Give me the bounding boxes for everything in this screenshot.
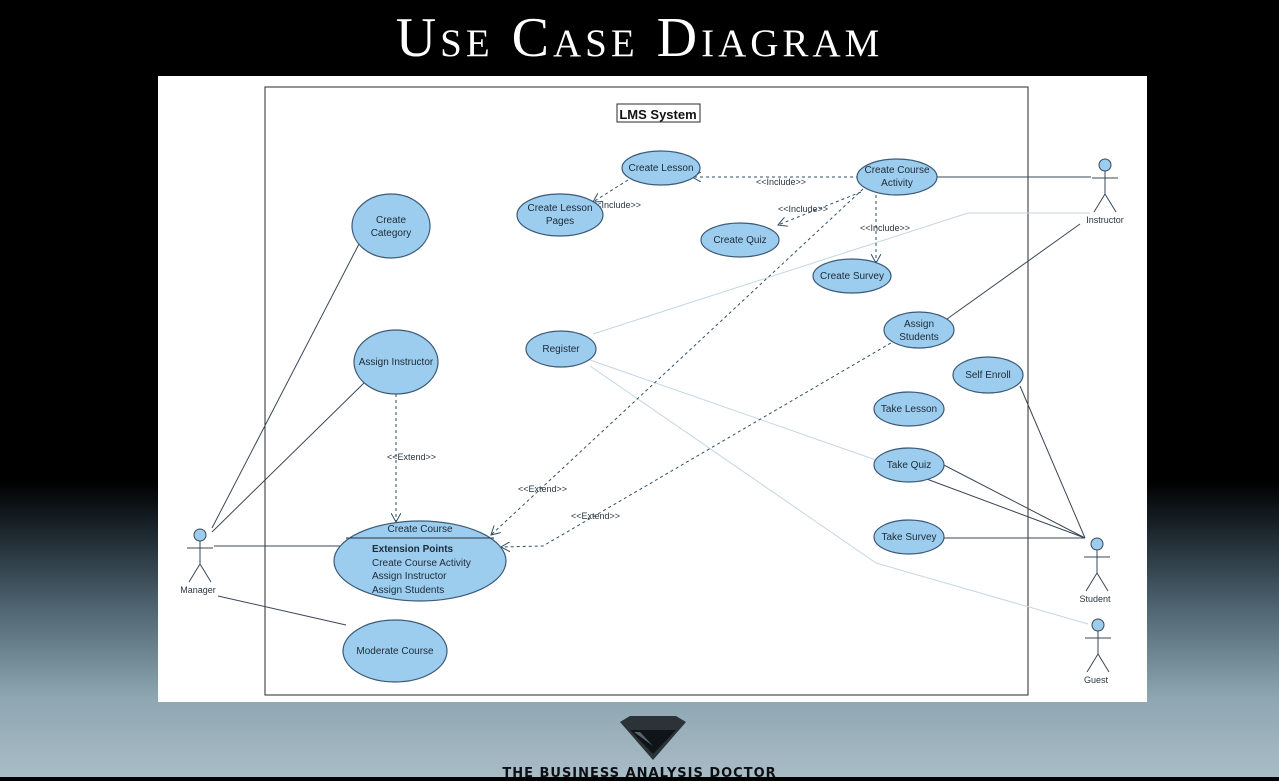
include-label: <<Include>> bbox=[778, 204, 828, 214]
diagram-panel: LMS System <<Include>> <<Include>> <<Inc… bbox=[158, 76, 1147, 702]
use-case-label: Register bbox=[542, 344, 580, 355]
use-case-diagram: LMS System <<Include>> <<Include>> <<Inc… bbox=[180, 86, 1124, 696]
extension-point: Create Course Activity bbox=[372, 558, 471, 569]
use-case-self-enroll[interactable]: Self Enroll bbox=[952, 356, 1024, 394]
use-case-register[interactable]: Register bbox=[525, 330, 597, 368]
system-boundary bbox=[264, 86, 1029, 696]
associations bbox=[211, 176, 1091, 626]
use-case-label: Category bbox=[371, 228, 412, 239]
use-case-create-course-activity[interactable]: Create Course Activity bbox=[856, 158, 938, 196]
use-case-label: Create Survey bbox=[820, 271, 884, 282]
actor-guest[interactable]: Guest bbox=[1084, 618, 1111, 685]
use-case-create-lesson[interactable]: Create Lesson bbox=[621, 150, 701, 186]
extension-point: Assign Students bbox=[372, 585, 444, 596]
extension-points-heading: Extension Points bbox=[372, 544, 454, 555]
use-case-label: Create Course bbox=[387, 524, 452, 535]
use-case-create-survey[interactable]: Create Survey bbox=[812, 258, 892, 294]
use-case-take-survey[interactable]: Take Survey bbox=[873, 519, 945, 555]
use-case-assign-students[interactable]: Assign Students bbox=[883, 311, 955, 349]
include-label: <<Include>> bbox=[591, 200, 641, 210]
use-case-label: Students bbox=[899, 332, 938, 343]
use-case-label: Pages bbox=[546, 216, 574, 227]
actor-label: Instructor bbox=[1086, 215, 1124, 225]
use-case-label: Take Lesson bbox=[881, 404, 937, 415]
actor-label: Guest bbox=[1084, 675, 1109, 685]
use-case-label: Create Quiz bbox=[713, 235, 766, 246]
use-case-create-quiz[interactable]: Create Quiz bbox=[700, 222, 780, 258]
use-case-label: Create bbox=[376, 215, 406, 226]
actor-label: Student bbox=[1079, 594, 1111, 604]
actor-manager[interactable]: Manager bbox=[180, 528, 216, 595]
extend-label: <<Extend>> bbox=[518, 484, 567, 494]
extend-label: <<Extend>> bbox=[571, 511, 620, 521]
system-title-box bbox=[616, 103, 701, 123]
use-case-take-lesson[interactable]: Take Lesson bbox=[873, 391, 945, 427]
use-case-label: Create Course bbox=[864, 165, 929, 176]
extend-label: <<Extend>> bbox=[387, 452, 436, 462]
use-case-label: Assign bbox=[904, 319, 934, 330]
actor-instructor[interactable]: Instructor bbox=[1086, 158, 1124, 225]
use-case-label: Moderate Course bbox=[356, 646, 434, 657]
dependencies bbox=[396, 177, 897, 547]
use-case-create-lesson-pages[interactable]: Create Lesson Pages bbox=[516, 193, 604, 237]
use-case-label: Self Enroll bbox=[965, 370, 1011, 381]
use-case-label: Take Quiz bbox=[887, 460, 931, 471]
use-case-take-quiz[interactable]: Take Quiz bbox=[873, 447, 945, 483]
use-case-label: Activity bbox=[881, 178, 913, 189]
use-case-create-course[interactable]: Create Course Extension Points Create Co… bbox=[333, 520, 507, 602]
system-title: LMS System bbox=[619, 107, 696, 122]
use-case-label: Take Survey bbox=[881, 532, 936, 543]
brand-logo bbox=[620, 716, 686, 760]
include-label: <<Include>> bbox=[860, 223, 910, 233]
actor-student[interactable]: Student bbox=[1079, 537, 1111, 604]
use-case-label: Create Lesson bbox=[628, 163, 693, 174]
use-case-label: Assign Instructor bbox=[359, 357, 434, 368]
include-label: <<Include>> bbox=[756, 177, 806, 187]
use-case-moderate-course[interactable]: Moderate Course bbox=[342, 619, 448, 683]
actor-label: Manager bbox=[180, 585, 216, 595]
use-case-assign-instructor[interactable]: Assign Instructor bbox=[353, 329, 439, 395]
extension-point: Assign Instructor bbox=[372, 571, 447, 582]
use-case-create-category[interactable]: Create Category bbox=[351, 193, 431, 259]
slide-title: Use Case Diagram bbox=[395, 7, 884, 69]
brand-tagline: THE BUSINESS ANALYSIS DOCTOR bbox=[502, 766, 777, 781]
use-case-label: Create Lesson bbox=[527, 203, 592, 214]
